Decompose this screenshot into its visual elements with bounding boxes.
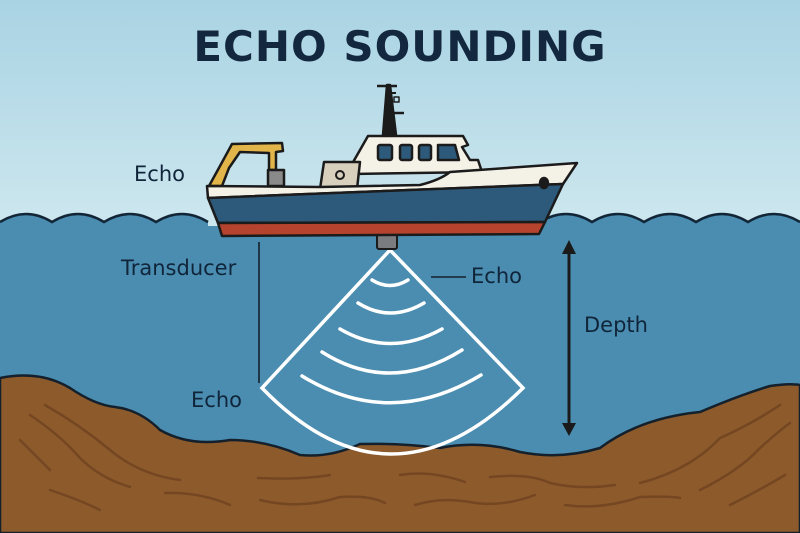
transducer-label: Transducer [121,256,237,280]
cabin-window-1 [376,143,394,162]
sonar-beam [259,247,526,456]
diagram-title: ECHO SOUNDING [193,22,607,71]
ship [205,83,579,238]
deck-box [318,160,362,191]
seabed-texture [18,403,792,512]
wave-line-right [539,212,800,224]
echo-label-bottom: Echo [191,388,242,412]
depth-label: Depth [584,313,648,337]
porthole [538,176,550,190]
wave-line-left [0,212,209,224]
echo-wave-3 [338,327,444,346]
cabin-window-2 [398,143,414,162]
winch [266,168,286,188]
echo-wave-4 [320,348,464,375]
cabin-window-4 [436,143,461,162]
hull-deck [205,161,579,200]
echo-wave-2 [356,301,426,315]
echo-wave-5 [300,373,483,405]
echo-label-right: Echo [471,264,522,288]
beam-cone [259,247,526,456]
echo-wave-1 [370,278,410,288]
cabin-window-3 [417,143,433,162]
hull-red [216,220,547,238]
cabin [350,134,484,176]
depth-arrow [562,240,576,436]
echo-label-ship: Echo [134,162,185,186]
